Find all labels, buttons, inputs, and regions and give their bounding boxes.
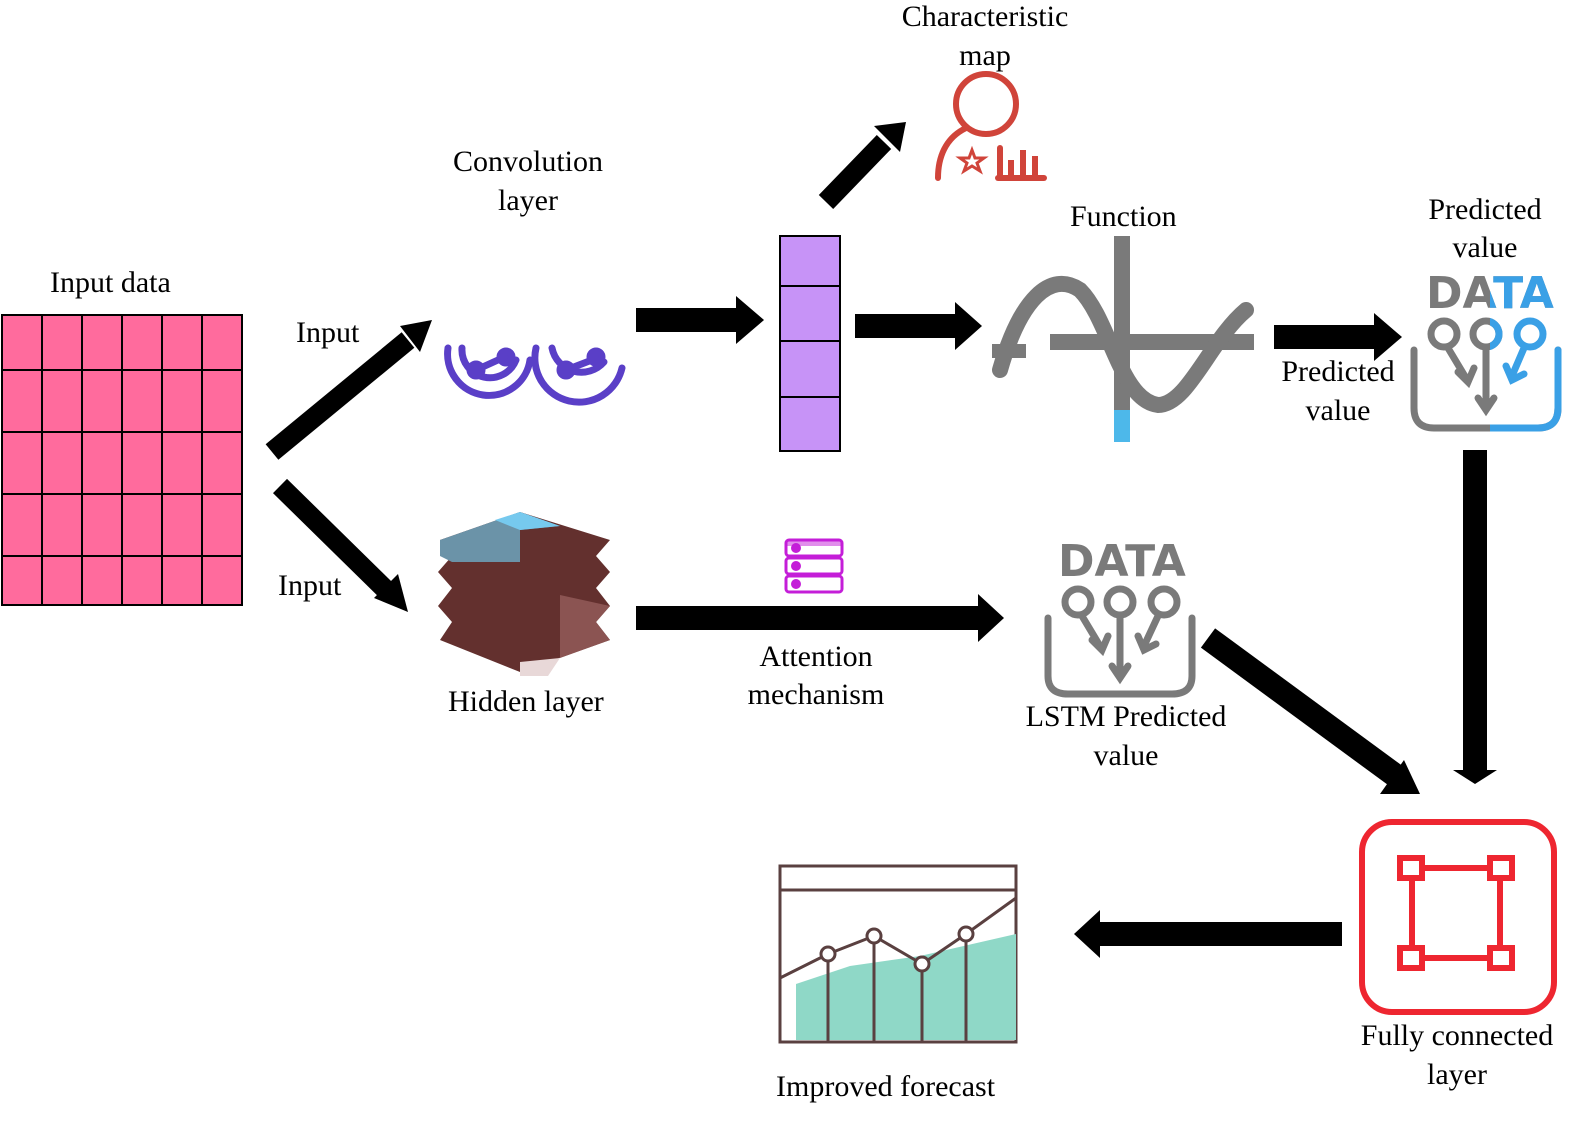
input-data-label: Input data (50, 266, 171, 299)
hidden-layer-cube-icon (438, 512, 610, 676)
improved-forecast-label: Improved forecast (776, 1070, 996, 1103)
hidden-layer-label: Hidden layer (448, 685, 604, 718)
arrow-hidden-to-lstm (636, 594, 1004, 642)
predicted-mid-label-line1: Predicted (1281, 355, 1395, 388)
arrow-lstm-to-fc (1200, 628, 1420, 794)
area-line-chart-icon (778, 864, 1018, 1044)
lstm-label-line2: value (1093, 739, 1159, 772)
svg-text:DATA: DATA (1426, 268, 1554, 319)
characteristic-label-line2: map (959, 39, 1011, 72)
data-icon-lstm: DATA (1044, 536, 1196, 698)
sine-function-icon (992, 236, 1254, 442)
predicted-mid-label-line2: value (1305, 394, 1371, 427)
bounding-box-icon (1359, 819, 1557, 1015)
input-data-grid (1, 314, 243, 606)
database-server-icon (784, 538, 844, 594)
fully-connected-label-line1: Fully connected (1360, 1019, 1554, 1052)
arrow-fc-to-forecast (1074, 910, 1342, 958)
convolution-label-line2: layer (498, 184, 558, 217)
function-label: Function (1070, 200, 1177, 233)
arrow-input-to-convolution (265, 320, 432, 460)
predicted-top-label-line1: Predicted (1428, 193, 1542, 226)
arrow-input-to-hidden (272, 478, 408, 612)
arrows (265, 122, 1497, 958)
input-bottom-label: Input (278, 569, 342, 602)
person-chart-icon (935, 71, 1047, 181)
convolution-label-line1: Convolution (452, 145, 603, 178)
predicted-top-label-line2: value (1452, 231, 1518, 264)
arrow-vector-to-characteristic (818, 122, 906, 209)
fully-connected-label-line2: layer (1427, 1058, 1487, 1091)
attention-label-line1: Attention (759, 640, 873, 673)
data-icon-top: DATA DATA (1410, 268, 1562, 432)
arrow-vector-to-function (855, 302, 982, 350)
data-icon-top-text: DATA (1426, 268, 1554, 319)
input-top-label: Input (296, 316, 360, 349)
arrow-function-to-predicted (1274, 313, 1402, 361)
arrow-convolution-to-vector (636, 296, 764, 344)
characteristic-label-line1: Characteristic (901, 0, 1069, 33)
data-icon-lstm-text: DATA (1058, 536, 1186, 587)
lstm-label-line1: LSTM Predicted (1025, 700, 1227, 733)
feature-vector (779, 235, 841, 452)
attention-label-line2: mechanism (747, 678, 885, 711)
arrow-predicted-to-fc (1453, 450, 1497, 784)
convolution-icon (444, 344, 626, 406)
